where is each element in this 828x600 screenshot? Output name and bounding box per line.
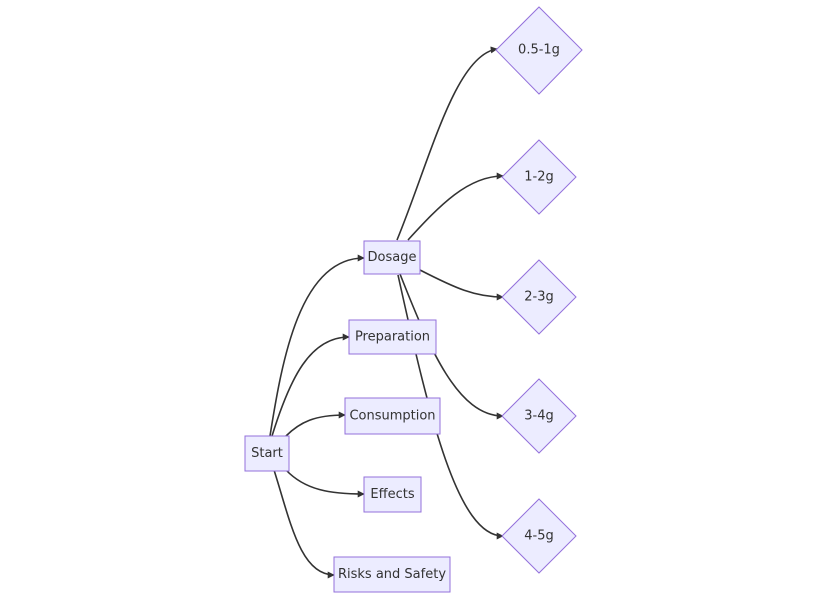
node-effects-label: Effects <box>370 487 414 502</box>
edge-start-to-risks <box>273 469 335 579</box>
node-effects[interactable]: Effects <box>363 476 422 513</box>
edge-start-to-preparation <box>271 333 350 437</box>
edge-start-to-dosage <box>269 254 365 437</box>
node-dose-3-4g[interactable]: 3-4g <box>501 378 577 454</box>
node-dose-4-5g[interactable]: 4-5g <box>501 498 577 574</box>
node-risks-and-safety[interactable]: Risks and Safety <box>333 556 451 593</box>
edge-dosage-to-dose-4 <box>399 273 504 420</box>
node-consumption-label: Consumption <box>349 409 435 424</box>
node-dose-2-3g-label: 2-3g <box>524 290 554 305</box>
node-dose-3-4g-label: 3-4g <box>524 409 554 424</box>
edge-start-to-effects <box>285 469 365 498</box>
node-dosage-label: Dosage <box>368 250 417 265</box>
node-preparation[interactable]: Preparation <box>348 319 437 355</box>
node-dose-2-3g[interactable]: 2-3g <box>501 259 577 335</box>
edges-from-start <box>269 254 365 579</box>
node-start-label: Start <box>251 446 283 461</box>
edge-dosage-to-dose-1 <box>396 46 498 241</box>
node-dose-1-2g-label: 1-2g <box>524 170 554 185</box>
node-preparation-label: Preparation <box>355 330 430 345</box>
node-dose-1-2g[interactable]: 1-2g <box>501 139 577 215</box>
node-dose-4-5g-label: 4-5g <box>524 529 554 544</box>
node-consumption[interactable]: Consumption <box>344 397 441 435</box>
edge-start-to-consumption <box>285 411 346 437</box>
node-dose-0-5-1g[interactable]: 0.5-1g <box>495 6 583 95</box>
edge-dosage-to-dose-2 <box>407 172 504 241</box>
node-risks-and-safety-label: Risks and Safety <box>338 567 446 582</box>
node-dosage[interactable]: Dosage <box>363 240 421 275</box>
node-start[interactable]: Start <box>244 435 290 472</box>
edges-from-dosage <box>396 46 504 540</box>
edge-dosage-to-dose-3 <box>419 269 504 301</box>
node-dose-0-5-1g-label: 0.5-1g <box>518 43 560 58</box>
